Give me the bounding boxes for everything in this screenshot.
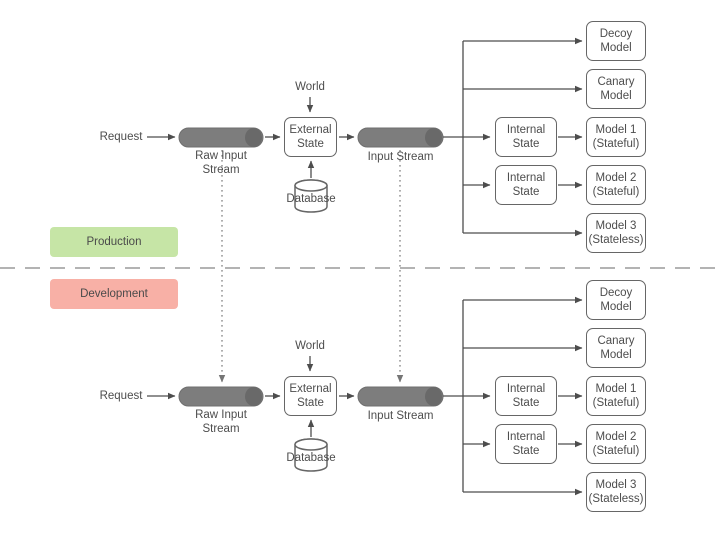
- internal-state-node-1: Internal State: [495, 117, 557, 157]
- canary-model-node: Canary Model: [586, 69, 646, 109]
- input-stream-pipe: [357, 386, 444, 407]
- model3-stateless-node: Model 3 (Stateless): [586, 472, 646, 512]
- request-label: Request: [99, 131, 143, 143]
- development-flow-connectors: [147, 296, 583, 496]
- raw-input-stream-pipe: [178, 127, 264, 148]
- model2-stateful-node: Model 2 (Stateful): [586, 424, 646, 464]
- input-stream-label: Input Stream: [367, 151, 434, 163]
- decoy-model-node: Decoy Model: [586, 21, 646, 61]
- world-label: World: [295, 81, 325, 93]
- input-stream-pipe: [357, 127, 444, 148]
- production-flow-connectors: [147, 37, 583, 237]
- production-zone-badge: Production: [50, 227, 178, 257]
- model3-stateless-node: Model 3 (Stateless): [586, 213, 646, 253]
- world-label: World: [295, 340, 325, 352]
- internal-state-node-1: Internal State: [495, 376, 557, 416]
- decoy-model-node: Decoy Model: [586, 280, 646, 320]
- input-stream-label: Input Stream: [367, 410, 434, 422]
- database-cylinder: [294, 179, 328, 213]
- internal-state-node-2: Internal State: [495, 424, 557, 464]
- model2-stateful-node: Model 2 (Stateful): [586, 165, 646, 205]
- internal-state-node-2: Internal State: [495, 165, 557, 205]
- database-cylinder: [294, 438, 328, 472]
- external-state-node: External State: [284, 117, 337, 157]
- database-label: Database: [286, 452, 336, 464]
- model1-stateful-node: Model 1 (Stateful): [586, 376, 646, 416]
- database-label: Database: [286, 193, 336, 205]
- model1-stateful-node: Model 1 (Stateful): [586, 117, 646, 157]
- raw-input-stream-label: Raw Input Stream: [195, 150, 247, 176]
- request-label: Request: [99, 390, 143, 402]
- raw-input-stream-label: Raw Input Stream: [195, 409, 247, 435]
- canary-model-node: Canary Model: [586, 328, 646, 368]
- external-state-node: External State: [284, 376, 337, 416]
- development-zone-badge: Development: [50, 279, 178, 309]
- raw-input-stream-pipe: [178, 386, 264, 407]
